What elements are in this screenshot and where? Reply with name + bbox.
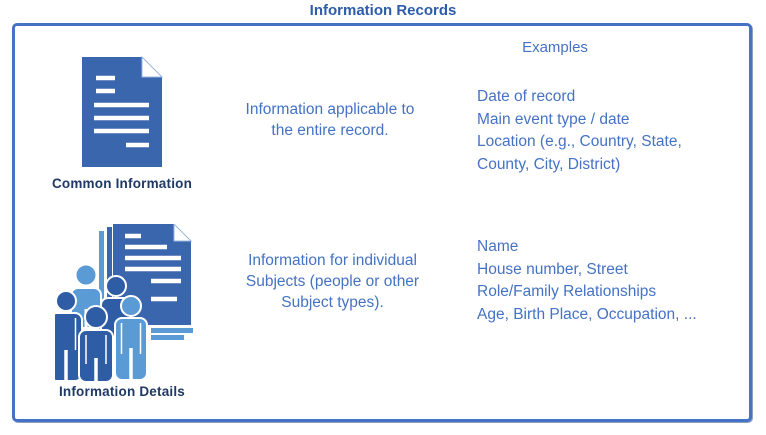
person-figure bbox=[78, 305, 114, 382]
row-description-common-information: Information applicable to the entire rec… bbox=[245, 101, 415, 139]
row-examples-information-details: Name House number, Street Role/Family Re… bbox=[477, 238, 697, 323]
row-label-information-details: Information Details bbox=[58, 384, 186, 399]
row-label-common-information: Common Information bbox=[51, 176, 193, 191]
examples-header: Examples bbox=[522, 39, 588, 56]
document-icon bbox=[82, 55, 164, 167]
row-examples-common-information: Date of record Main event type / date Lo… bbox=[477, 88, 682, 173]
person-figure bbox=[114, 295, 148, 381]
diagram-title: Information Records bbox=[309, 2, 457, 19]
people-documents-icon bbox=[55, 224, 193, 382]
row-description-information-details: Information for individual Subjects (peo… bbox=[245, 252, 420, 311]
